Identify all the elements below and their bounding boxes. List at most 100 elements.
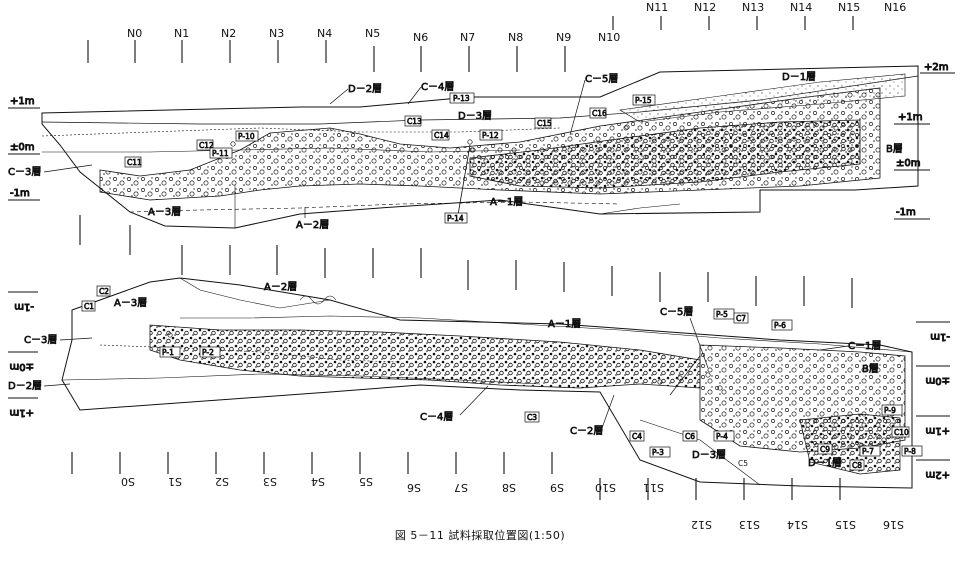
layer-label-s-c4: C－4層 [420,411,453,423]
elev-south-left-minus1: -1m [14,301,34,312]
station-label-s2: S2 [215,475,229,488]
station-label-n13: N13 [742,1,764,14]
layer-label-n-a2: A－2層 [296,219,329,231]
sample-p15: P-15 [635,96,652,105]
south-gravel-main [149,324,701,389]
sample-p9: P-9 [884,406,896,415]
sample-c11: C11 [127,158,142,167]
sample-p14: P-14 [447,214,464,223]
layer-label-s-a1: A－1層 [548,318,581,330]
station-label-n14: N14 [790,1,812,14]
sample-p4: P-4 [716,432,728,441]
station-label-n9: N9 [556,31,571,44]
sample-c16: C16 [592,109,607,118]
sample-p12: P-12 [482,131,499,140]
layer-label-s-c2: C－2層 [570,425,603,437]
station-label-n0: N0 [127,27,142,40]
station-label-s7: S7 [454,481,468,494]
layer-label-n-c5: C－5層 [585,73,618,85]
layer-label-s-d3: D－3層 [692,449,726,461]
sample-c12: C12 [199,141,214,150]
layer-label-s-c1: C－1層 [848,340,881,352]
layer-label-n-c4: C－4層 [421,81,454,93]
sample-p6: P-6 [774,321,786,330]
station-label-s8: S8 [502,481,516,494]
station-label-s1: S1 [168,475,182,488]
layer-label-n-d3: D－3層 [458,110,492,122]
station-label-s10: S10 [595,481,616,494]
station-label-n16: N16 [884,1,906,14]
sample-p8: P-8 [904,447,916,456]
layer-label-s-d1: D－1層 [808,457,842,469]
north-station-labels: N0 N1 N2 N3 N4 N5 N6 N7 N8 N9 N10 N11 N1… [127,1,906,44]
sample-c7: C7 [736,314,746,323]
sample-p10: P-10 [238,132,255,141]
sample-p11: P-11 [212,149,229,158]
elev-south-right-minus1: -1m [930,331,950,342]
station-label-s15: S15 [835,518,856,531]
sample-c2: C2 [99,287,109,296]
north-dense-cobbles [469,119,861,189]
sample-p5: P-5 [716,310,728,319]
sample-c6: C6 [685,432,695,441]
sample-p2: P-2 [202,348,214,357]
sample-p1: P-1 [162,348,174,357]
layer-label-s-a2: A－2層 [264,281,297,293]
station-label-s5: S5 [359,475,373,488]
sample-c4: C4 [632,432,642,441]
sample-c10: C10 [894,428,909,437]
south-layer-labels: A－2層 A－3層 A－1層 C－5層 C－1層 C－3層 D－2層 B層 C－… [8,281,882,470]
station-label-s9: S9 [550,481,564,494]
station-label-s12: S12 [691,518,712,531]
elev-south-left-plus1: +1m [10,407,34,418]
layer-label-n-b: B層 [886,143,903,155]
station-label-n3: N3 [269,27,284,40]
layer-label-s-b: B層 [862,363,879,375]
station-label-n6: N6 [413,31,428,44]
layer-label-n-d1: D－1層 [782,71,816,83]
sample-c1: C1 [84,302,94,311]
station-label-n15: N15 [838,1,860,14]
station-label-n8: N8 [508,31,523,44]
elev-north-right-plus1: +1m [898,112,922,123]
elev-north-left-zero: ±0m [10,142,34,153]
sample-c3: C3 [527,413,537,422]
elev-south-right-plus2: +2m [926,469,950,480]
station-label-n11: N11 [646,1,668,14]
north-fine-sand [619,73,906,123]
layer-label-s-c5: C－5層 [660,306,693,318]
station-label-s16: S16 [883,518,904,531]
north-layer-labels: D－2層 C－4層 C－5層 D－1層 D－3層 C－3層 B層 A－3層 A－… [8,71,904,232]
north-station-ticks [79,16,854,308]
sample-p7: P-7 [862,447,874,456]
sample-c5: C5 [738,459,748,468]
sample-c9: C9 [820,445,830,454]
station-label-n4: N4 [317,27,332,40]
station-label-n10: N10 [598,31,620,44]
layer-label-s-c3: C－3層 [24,334,57,346]
layer-label-s-a3: A－3層 [114,297,147,309]
elev-north-right-minus1: -1m [896,207,916,218]
station-label-n12: N12 [694,1,716,14]
elev-north-right-plus2: +2m [924,62,948,73]
station-label-s11: S11 [643,481,664,494]
layer-label-s-d2: D－2層 [8,380,42,392]
sample-c13: C13 [407,117,422,126]
station-label-s3: S3 [263,475,277,488]
station-label-s6: S6 [407,481,421,494]
sample-c15: C15 [537,119,552,128]
sample-c14: C14 [434,131,449,140]
elev-north-left-minus1: -1m [10,188,30,199]
layer-label-n-c3: C－3層 [8,166,41,178]
station-label-s14: S14 [787,518,808,531]
station-label-n1: N1 [174,27,189,40]
south-section-profile [61,277,913,489]
north-section-profile [41,65,919,229]
station-label-s4: S4 [311,475,325,488]
elev-north-left-plus1: +1m [10,96,34,107]
station-label-n5: N5 [365,27,380,40]
south-station-ticks [71,452,841,500]
south-cobbles-east [799,413,901,475]
elev-south-right-plus1: +1m [926,425,950,436]
